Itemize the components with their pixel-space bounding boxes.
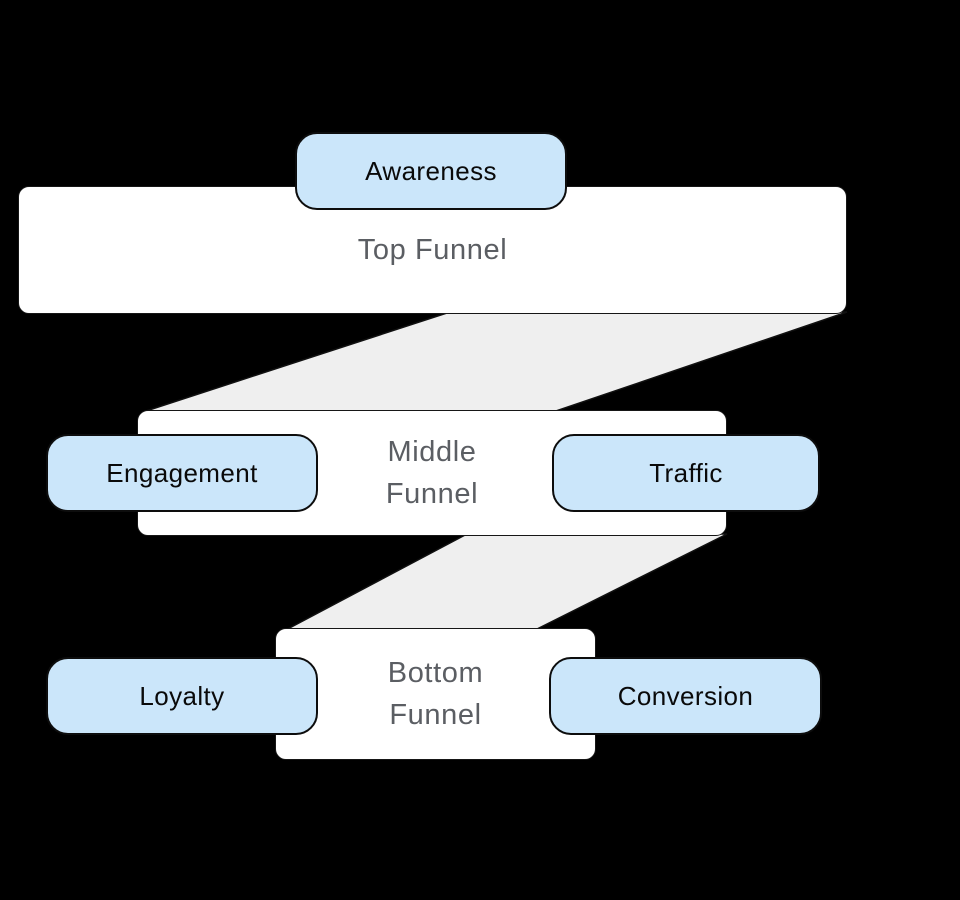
stage-label-top-funnel: Top Funnel — [357, 234, 508, 266]
pill-traffic: Traffic — [552, 434, 820, 512]
stage-label-middle-funnel: Middle Funnel — [385, 436, 479, 510]
pill-traffic-label: Traffic — [649, 457, 723, 488]
pill-awareness-label: Awareness — [365, 155, 497, 186]
pill-conversion: Conversion — [549, 657, 822, 735]
connector-top-to-middle-parallelogram — [142, 311, 848, 413]
pill-engagement-label: Engagement — [106, 457, 258, 488]
connector-middle-to-bottom-parallelogram — [281, 533, 728, 633]
pill-awareness: Awareness — [295, 132, 567, 210]
pill-loyalty-label: Loyalty — [139, 680, 225, 711]
pill-loyalty: Loyalty — [46, 657, 318, 735]
pill-engagement: Engagement — [46, 434, 318, 512]
stage-label-bottom-funnel: Bottom Funnel — [387, 657, 484, 731]
pill-conversion-label: Conversion — [617, 680, 754, 711]
stage-box-bottom-funnel: Bottom Funnel — [275, 628, 596, 760]
